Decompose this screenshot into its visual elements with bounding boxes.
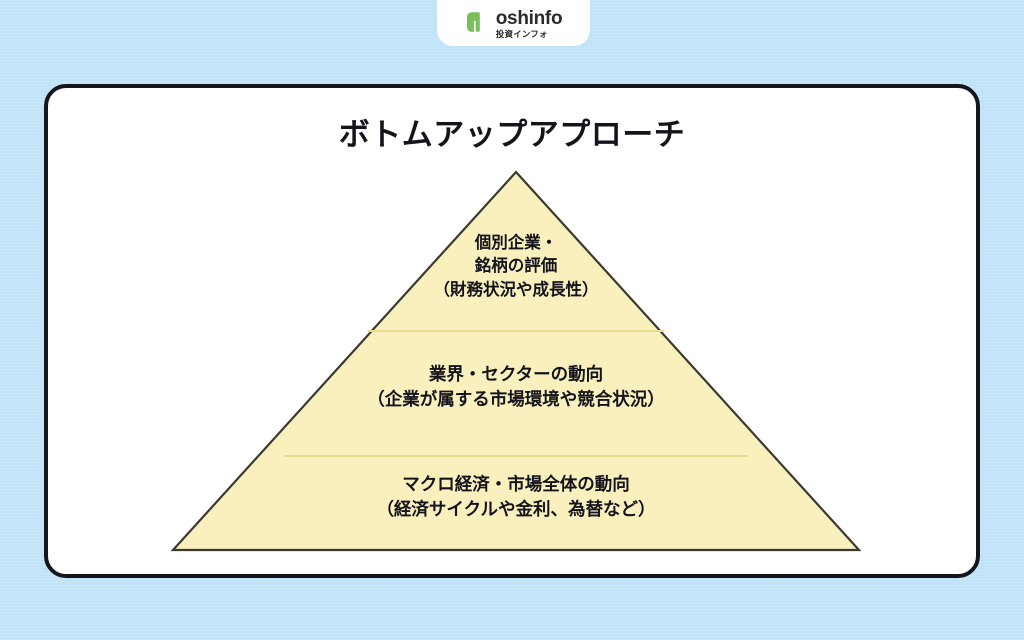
pyramid-tier-top-label: 個別企業・ 銘柄の評価 （財務状況や成長性） xyxy=(433,234,599,299)
content-card: ボトムアップアプローチ 個別企業・ 銘柄の評価 （財務状況や成長性） 業界・セク… xyxy=(44,84,980,578)
pyramid-shape xyxy=(170,170,862,552)
oshinfo-green-mark-icon xyxy=(465,10,491,36)
brand-logo-pill[interactable]: oshinfo 投資インフォ xyxy=(437,0,590,46)
page-title: ボトムアップアプローチ xyxy=(338,117,686,152)
brand-text: oshinfo 投資インフォ xyxy=(496,9,563,39)
brand-subtitle: 投資インフォ xyxy=(495,28,548,39)
pyramid-tier-middle-label: 業界・セクターの動向 （企業が属する市場環境や競合状況） xyxy=(367,364,665,409)
brand-inner: oshinfo 投資インフォ xyxy=(465,9,563,39)
brand-name: oshinfo xyxy=(495,7,563,29)
pyramid-tier-bottom-label: マクロ経済・市場全体の動向 （経済サイクルや金利、為替など） xyxy=(376,474,656,519)
pyramid-diagram: 個別企業・ 銘柄の評価 （財務状況や成長性） 業界・セクターの動向 （企業が属す… xyxy=(169,168,863,554)
